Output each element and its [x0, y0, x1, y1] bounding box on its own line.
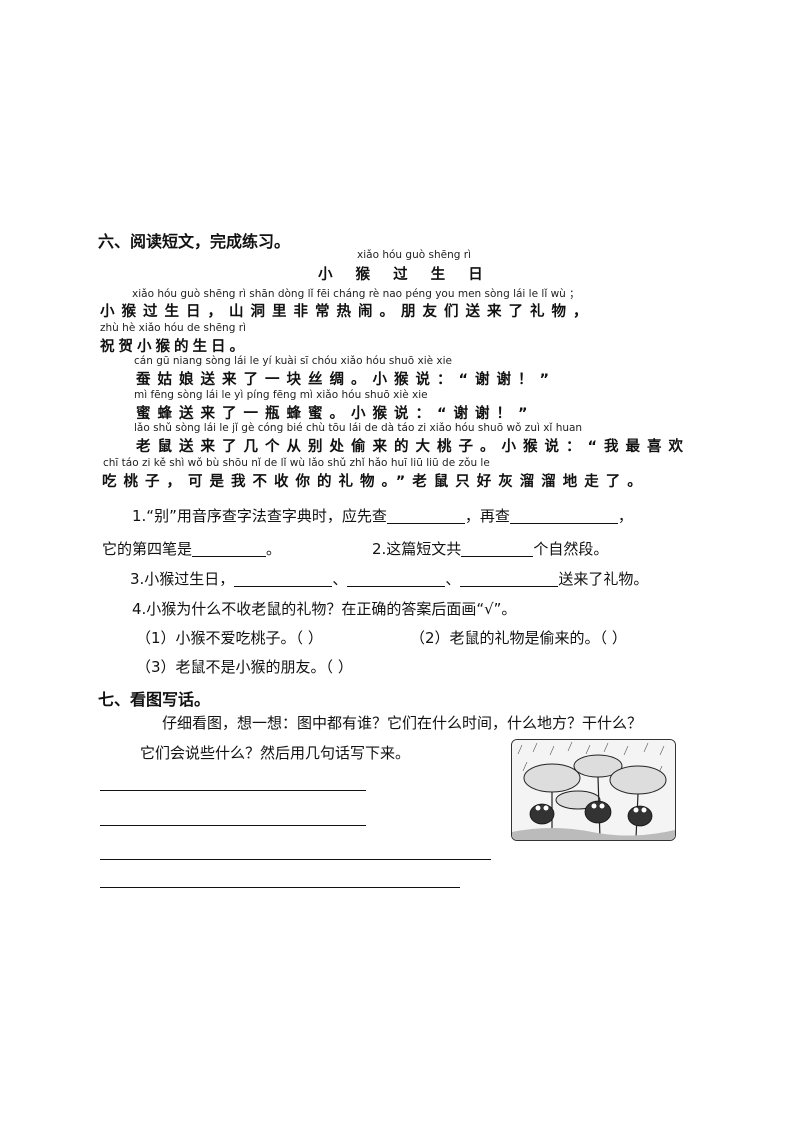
question-4: 4.小猴为什么不收老鼠的礼物？在正确的答案后面画“√”。	[132, 600, 517, 618]
option-2[interactable]: （2）老鼠的礼物是偷来的。（ ）	[410, 629, 627, 647]
option-1[interactable]: （1）小猴不爱吃桃子。（ ）	[136, 629, 323, 647]
writing-line[interactable]	[100, 859, 491, 860]
question-1: 1.“别”用音序查字法查字典时，应先查，再查，	[132, 507, 633, 525]
pinyin-line: cán gū niang sòng lái le yí kuài sī chóu…	[134, 355, 452, 367]
answer-blank[interactable]	[192, 540, 267, 557]
story-line: 老鼠送来了几个从别处偷来的大桃子。小猴说：“我最喜欢	[136, 439, 691, 455]
answer-blank[interactable]	[460, 570, 559, 587]
story-line: 吃桃子，可是我不收你的礼物。”老鼠只好灰溜溜地走了。	[102, 474, 649, 490]
pinyin-line: xiǎo hóu guò shēng rì shān dòng lǐ fēi c…	[132, 288, 580, 300]
section6-heading: 六、阅读短文，完成练习。	[98, 232, 291, 251]
answer-blank[interactable]	[509, 507, 618, 524]
story-line: 祝贺小猴的生日。	[100, 339, 248, 355]
writing-line[interactable]	[100, 790, 366, 791]
answer-blank[interactable]	[461, 540, 534, 557]
story-line: 小猴过生日，山洞里非常热闹。朋友们送来了礼物，	[100, 304, 595, 320]
pinyin-line: chī táo zi kě shì wǒ bù shōu nǐ de lǐ wù…	[103, 457, 490, 469]
answer-blank[interactable]	[234, 570, 333, 587]
answer-blank[interactable]	[347, 570, 446, 587]
question-3: 3.小猴过生日，、、送来了礼物。	[130, 570, 649, 588]
pinyin-line: mì fēng sòng lái le yì píng fēng mì xiǎo…	[134, 389, 428, 401]
lotus-frog-illustration	[512, 740, 675, 840]
title-pinyin: xiǎo hóu guò shēng rì	[357, 249, 471, 261]
story-line: 蜜蜂送来了一瓶蜂蜜。小猴说：“谢谢！”	[136, 406, 535, 422]
writing-line[interactable]	[100, 887, 460, 888]
question-1-cont: 它的第四笔是。	[102, 540, 282, 558]
section7-prompt: 仔细看图，想一想：图中都有谁？它们在什么时间，什么地方？干什么？	[162, 714, 643, 732]
section7-prompt: 它们会说些什么？然后用几句话写下来。	[140, 744, 411, 762]
picture-frogs-lotus	[511, 739, 676, 841]
pinyin-line: lǎo shǔ sòng lái le jǐ gè cóng bié chù t…	[134, 422, 583, 434]
story-title: 小 猴 过 生 日	[318, 267, 492, 283]
option-3[interactable]: （3）老鼠不是小猴的朋友。（ ）	[136, 658, 353, 676]
answer-blank[interactable]	[386, 507, 465, 524]
question-2: 2.这篇短文共个自然段。	[372, 540, 609, 558]
writing-line[interactable]	[100, 825, 366, 826]
pinyin-line: zhù hè xiǎo hóu de shēng rì	[100, 322, 246, 334]
section7-heading: 七、看图写话。	[98, 690, 211, 709]
story-line: 蚕姑娘送来了一块丝绸。小猴说：“谢谢！”	[136, 372, 557, 388]
